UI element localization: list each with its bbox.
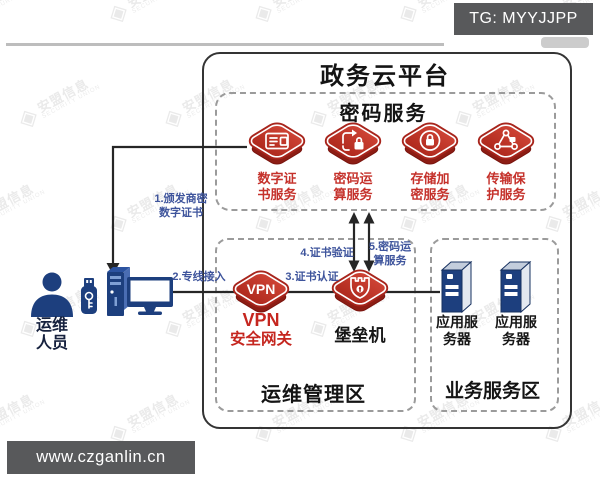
page-title: 政务云平台 xyxy=(320,63,450,90)
ops-zone-title: 运维管理区 xyxy=(261,384,366,406)
digital-certificate-icon xyxy=(245,120,309,172)
monitor-icon xyxy=(127,277,173,315)
app-server-icon xyxy=(499,261,532,313)
business-zone-title: 业务服务区 xyxy=(444,381,540,402)
flow-4-label: 4.证书验证 xyxy=(300,247,354,259)
cube-logo-icon: ◈ xyxy=(593,101,600,135)
storage-encryption-icon xyxy=(398,120,462,172)
app-server-label: 应用服务器 xyxy=(436,314,478,347)
transmission-protection-icon xyxy=(474,120,538,172)
url-badge: www.czganlin.cn xyxy=(7,441,195,474)
service-label: 传输保护服务 xyxy=(486,171,526,203)
crypto-compute-icon xyxy=(321,120,385,172)
top-divider-line xyxy=(6,43,444,46)
tg-badge: TG: MYYJJPP xyxy=(454,3,593,35)
service-label: 数字证书服务 xyxy=(257,171,297,203)
crypto-section-title: 密码服务 xyxy=(339,103,428,125)
ops-management-zone-box xyxy=(215,238,416,412)
flow-5-label: 5.密码运算服务 xyxy=(368,241,412,267)
vpn-gateway-label: VPN 安全网关 xyxy=(229,310,292,348)
svg-text:VPN: VPN xyxy=(247,281,276,297)
top-right-gray-mark xyxy=(541,37,589,48)
business-service-zone-box xyxy=(430,238,559,412)
bastion-host-icon xyxy=(328,267,392,319)
app-server-icon xyxy=(440,261,473,313)
flow-2-label: 2.专线接入 xyxy=(172,271,226,283)
service-label: 密码运算服务 xyxy=(333,171,373,203)
cube-logo-icon: ◈ xyxy=(593,311,600,345)
operator-person-icon xyxy=(31,272,73,317)
bastion-host-label: 堡垒机 xyxy=(334,326,386,345)
service-label: 存储加密服务 xyxy=(410,171,450,203)
operator-label: 运维人员 xyxy=(35,317,68,353)
usb-key-icon xyxy=(81,278,97,314)
flow-1-label: 1.颁发商密数字证书 xyxy=(154,193,208,219)
flow-3-label: 3.证书认证 xyxy=(285,271,339,283)
app-server-label: 应用服务器 xyxy=(495,314,537,347)
